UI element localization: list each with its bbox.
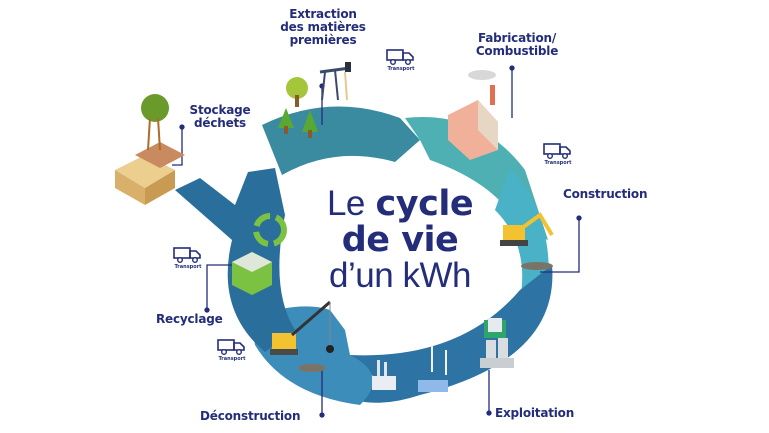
leader-lines — [172, 65, 582, 418]
segment-exploitation — [342, 265, 553, 403]
truck-icon — [217, 339, 245, 355]
oil-pump-illustration — [319, 62, 351, 101]
trees-illustration — [278, 77, 318, 138]
label-recyclage-line1: Recyclage — [156, 312, 223, 326]
label-extraction-line3: premières — [289, 33, 357, 47]
label-fabrication-line2: Combustible — [475, 44, 559, 58]
label-construction-line1: Construction — [563, 187, 648, 201]
transport-caption: Transport — [218, 356, 246, 362]
label-stockage-line1: Stockage — [189, 103, 251, 117]
truck-icon — [543, 143, 571, 159]
truck-icon — [386, 49, 414, 65]
label-exploitation: Exploitation — [495, 407, 574, 420]
factory-illustration — [448, 70, 498, 160]
title-cycle: cycle — [375, 184, 474, 224]
label-construction: Construction — [563, 188, 647, 201]
label-stockage-line2: déchets — [193, 116, 246, 130]
transport-caption: Transport — [387, 66, 415, 72]
transport-fabrication-to-construction: Transport — [542, 142, 574, 168]
title-de-vie: de vie — [341, 220, 459, 260]
transport-caption: Transport — [174, 264, 202, 270]
label-fabrication-line1: Fabrication/ — [477, 31, 557, 45]
transport-caption: Transport — [544, 160, 572, 166]
label-deconstruction-line1: Déconstruction — [200, 409, 301, 423]
truck-icon — [173, 247, 201, 263]
label-fabrication: Fabrication/ Combustible — [462, 32, 572, 58]
label-recyclage: Recyclage — [156, 313, 223, 326]
title-kwh: d’un kWh — [329, 256, 471, 295]
label-extraction: Extraction des matières premières — [268, 8, 378, 47]
label-deconstruction: Déconstruction — [200, 410, 300, 423]
label-extraction-line1: Extraction — [289, 7, 357, 21]
waste-storage-illustration — [115, 94, 185, 205]
label-extraction-line2: des matières — [280, 20, 366, 34]
power-plants-illustration — [372, 318, 514, 392]
recycling-bin-illustration — [232, 213, 287, 295]
transport-recyclage: Transport — [172, 246, 204, 272]
transport-deconstruction: Transport — [216, 338, 248, 364]
excavator-illustration — [500, 212, 554, 270]
title-prefix: Le — [326, 184, 365, 223]
diagram-title: Le cycle de vie d’un kWh — [300, 186, 500, 294]
crane-illustration — [270, 300, 334, 372]
label-exploitation-line1: Exploitation — [495, 406, 575, 420]
segment-extraction — [262, 106, 420, 175]
label-stockage: Stockage déchets — [185, 104, 255, 130]
transport-extraction-to-fabrication: Transport — [385, 48, 417, 74]
